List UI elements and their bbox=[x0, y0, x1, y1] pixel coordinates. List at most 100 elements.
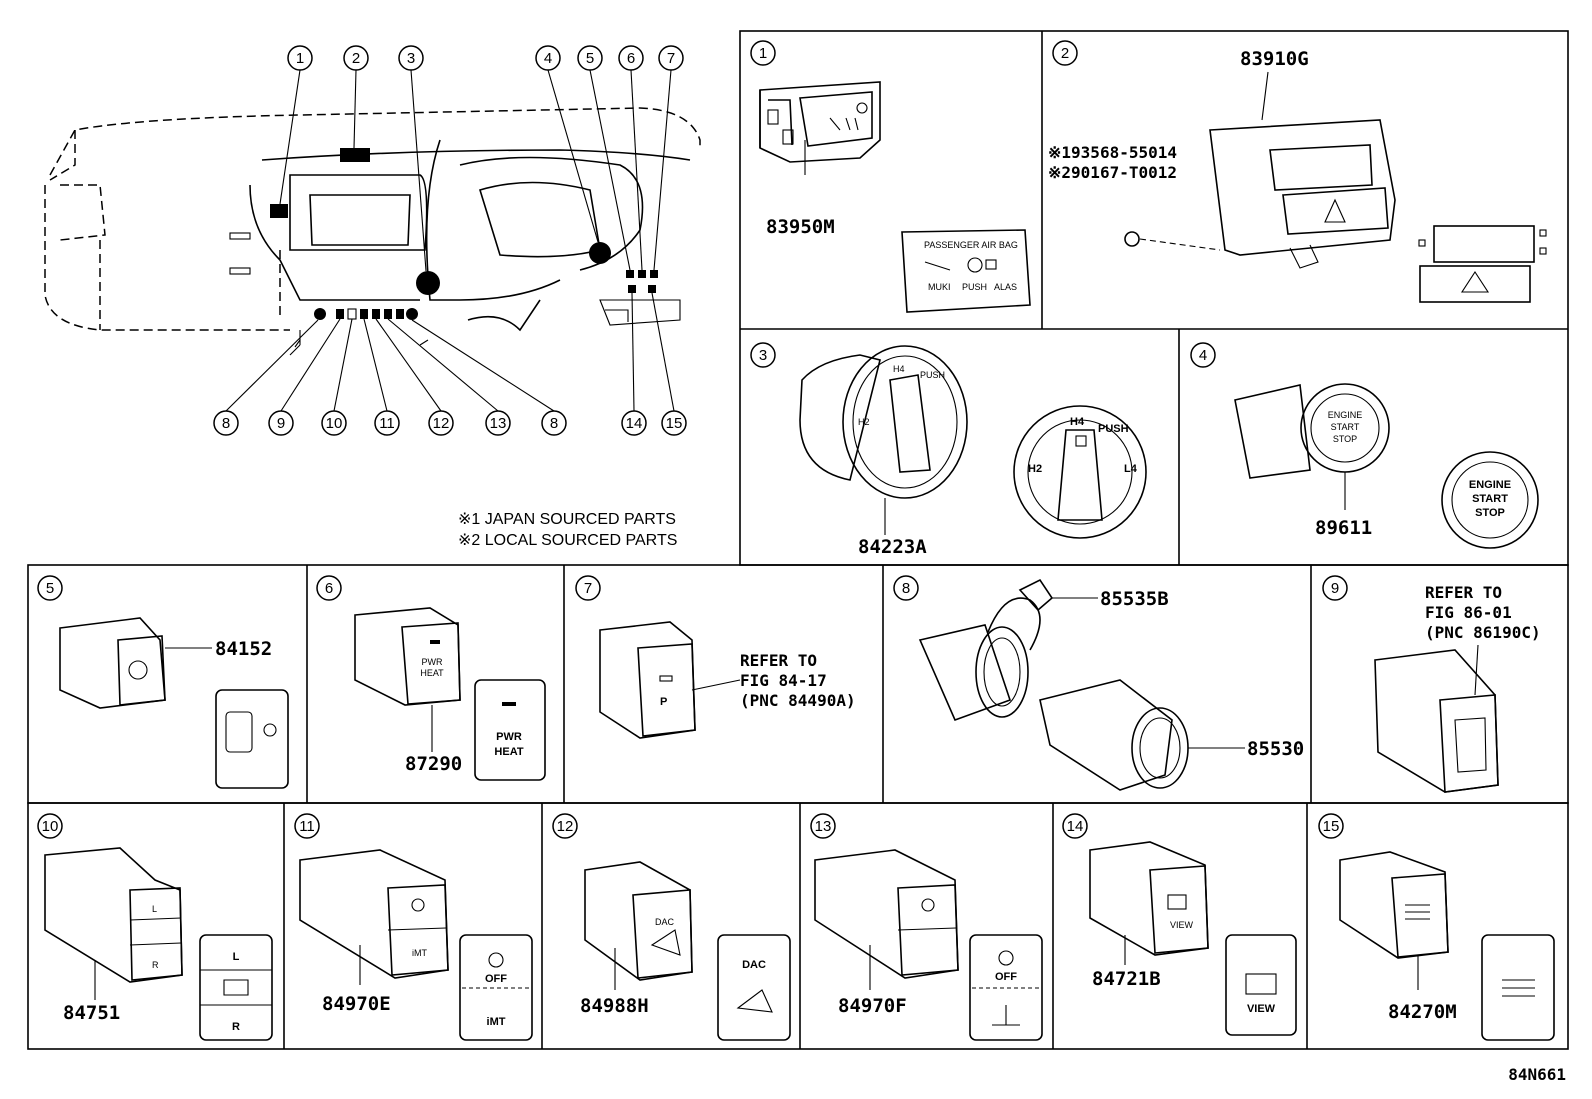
panel-grid bbox=[27, 30, 1569, 1050]
svg-text:5: 5 bbox=[46, 580, 54, 597]
pnc-84223A: 84223A bbox=[858, 536, 927, 558]
panel-13-vsc-off-switch: 13 84970F OFF bbox=[810, 813, 1043, 1041]
svg-text:15: 15 bbox=[666, 415, 683, 432]
svg-text:11: 11 bbox=[379, 415, 395, 432]
svg-text:11: 11 bbox=[299, 818, 315, 835]
panel-14-view-switch: 14 VIEW 84721B VIEW bbox=[1062, 813, 1297, 1036]
refer-fig-86-01: REFER TO bbox=[1425, 583, 1502, 602]
dashboard-overview: 1 2 3 4 5 6 7 8 9 10 11 12 13 8 14 15 bbox=[44, 45, 701, 549]
svg-text:15: 15 bbox=[1323, 818, 1340, 835]
svg-text:iMT: iMT bbox=[412, 948, 427, 958]
pnc-84270M: 84270M bbox=[1388, 1001, 1457, 1023]
pnc-83910G: 83910G bbox=[1240, 48, 1309, 70]
note-japan-sourced: ※1 JAPAN SOURCED PARTS bbox=[458, 511, 676, 528]
overview-callout-15: 15 bbox=[661, 410, 687, 436]
svg-text:ENGINE: ENGINE bbox=[1328, 410, 1363, 420]
svg-text:H2: H2 bbox=[1028, 463, 1042, 475]
svg-text:PUSH: PUSH bbox=[920, 370, 945, 380]
svg-text:1: 1 bbox=[296, 50, 304, 67]
svg-text:14: 14 bbox=[1067, 818, 1084, 835]
svg-text:9: 9 bbox=[1331, 580, 1339, 597]
pnc-85530: 85530 bbox=[1247, 738, 1304, 760]
panel-2-hazard-switch: 2 83910G ※193568-55014 ※290167-T0012 bbox=[1048, 40, 1547, 303]
svg-text:FIG 84-17: FIG 84-17 bbox=[740, 671, 827, 690]
svg-text:8: 8 bbox=[902, 580, 910, 597]
svg-text:P: P bbox=[660, 696, 667, 708]
svg-text:HEAT: HEAT bbox=[494, 746, 523, 758]
overview-callout-7: 7 bbox=[658, 45, 684, 71]
panel-15-rear-defogger-switch: 15 84270M bbox=[1318, 813, 1555, 1041]
pnc-84988H: 84988H bbox=[580, 995, 649, 1017]
svg-text:DAC: DAC bbox=[655, 917, 675, 927]
svg-text:PWR: PWR bbox=[496, 731, 522, 743]
pnc-84152: 84152 bbox=[215, 638, 272, 660]
note-local-sourced: ※2 LOCAL SOURCED PARTS bbox=[458, 532, 677, 549]
svg-text:10: 10 bbox=[42, 818, 59, 835]
overview-callout-12: 12 bbox=[428, 410, 454, 436]
svg-text:R: R bbox=[152, 960, 159, 970]
svg-text:※193568-55014: ※193568-55014 bbox=[1048, 143, 1177, 162]
svg-text:L: L bbox=[152, 904, 157, 914]
refer-fig-84-17: REFER TO bbox=[740, 651, 817, 670]
panel-6-pwr-heat-switch: 6 PWR HEAT 87290 PWR HEAT bbox=[316, 575, 546, 781]
svg-text:13: 13 bbox=[815, 818, 832, 835]
svg-text:STOP: STOP bbox=[1475, 507, 1505, 519]
overview-callout-13: 13 bbox=[485, 410, 511, 436]
svg-text:PUSH: PUSH bbox=[1098, 423, 1129, 435]
overview-callout-10: 10 bbox=[321, 410, 347, 436]
svg-text:9: 9 bbox=[277, 415, 285, 432]
svg-text:VIEW: VIEW bbox=[1170, 920, 1194, 930]
pnc-84970E: 84970E bbox=[322, 993, 391, 1015]
overview-callout-14: 14 bbox=[621, 410, 647, 436]
svg-text:4: 4 bbox=[544, 50, 552, 67]
svg-text:HEAT: HEAT bbox=[420, 668, 444, 678]
svg-text:PUSH: PUSH bbox=[962, 282, 987, 292]
svg-text:12: 12 bbox=[433, 415, 450, 432]
svg-text:ALAS: ALAS bbox=[994, 282, 1017, 292]
svg-text:6: 6 bbox=[325, 580, 333, 597]
overview-callout-9: 9 bbox=[268, 410, 294, 436]
overview-callout-8b: 8 bbox=[541, 410, 567, 436]
pnc-84751: 84751 bbox=[63, 1002, 120, 1024]
svg-text:5: 5 bbox=[586, 50, 594, 67]
svg-text:12: 12 bbox=[557, 818, 574, 835]
svg-text:STOP: STOP bbox=[1333, 434, 1357, 444]
svg-text:1: 1 bbox=[759, 45, 767, 62]
svg-text:7: 7 bbox=[584, 580, 592, 597]
svg-text:R: R bbox=[232, 1021, 240, 1033]
svg-text:10: 10 bbox=[326, 415, 343, 432]
svg-text:H4: H4 bbox=[1070, 416, 1085, 428]
svg-text:2: 2 bbox=[352, 50, 360, 67]
pnc-85535B: 85535B bbox=[1100, 588, 1169, 610]
svg-text:OFF: OFF bbox=[485, 973, 507, 985]
svg-text:START: START bbox=[1472, 493, 1508, 505]
pnc-84970F: 84970F bbox=[838, 995, 907, 1017]
overview-callout-5: 5 bbox=[577, 45, 603, 71]
svg-text:H4: H4 bbox=[893, 364, 905, 374]
svg-text:(PNC 84490A): (PNC 84490A) bbox=[740, 691, 856, 710]
panel-7-parking-assist-switch: 7 P REFER TO FIG 84-17 (PNC 84490A) bbox=[575, 575, 856, 739]
svg-text:8: 8 bbox=[222, 415, 230, 432]
overview-callout-1: 1 bbox=[287, 45, 313, 71]
overview-callout-11: 11 bbox=[374, 410, 400, 436]
svg-text:VIEW: VIEW bbox=[1247, 1003, 1276, 1015]
svg-text:(PNC 86190C): (PNC 86190C) bbox=[1425, 623, 1541, 642]
svg-text:ENGINE: ENGINE bbox=[1469, 479, 1511, 491]
panel-8-power-outlet: 8 85535B 85530 bbox=[893, 575, 1304, 791]
svg-text:7: 7 bbox=[667, 50, 675, 67]
figure-code: 84N661 bbox=[1508, 1065, 1566, 1084]
panel-1-airbag-indicator: 1 83950M PASSENGER AIR BAG MUKI PUSH ALA… bbox=[750, 40, 1031, 313]
svg-text:8: 8 bbox=[550, 415, 558, 432]
svg-text:DAC: DAC bbox=[742, 959, 766, 971]
svg-text:3: 3 bbox=[407, 50, 415, 67]
panel-9-usb-port: 9 REFER TO FIG 86-01 (PNC 86190C) bbox=[1322, 575, 1541, 793]
svg-text:※290167-T0012: ※290167-T0012 bbox=[1048, 163, 1177, 182]
panel-10-seat-heater-switch: 10 L R 84751 L R bbox=[37, 813, 273, 1041]
pnc-87290: 87290 bbox=[405, 753, 462, 775]
svg-text:3: 3 bbox=[759, 347, 767, 364]
pnc-89611: 89611 bbox=[1315, 517, 1372, 539]
svg-text:PWR: PWR bbox=[422, 657, 443, 667]
pnc-84721B: 84721B bbox=[1092, 968, 1161, 990]
svg-text:L4: L4 bbox=[1124, 463, 1138, 475]
